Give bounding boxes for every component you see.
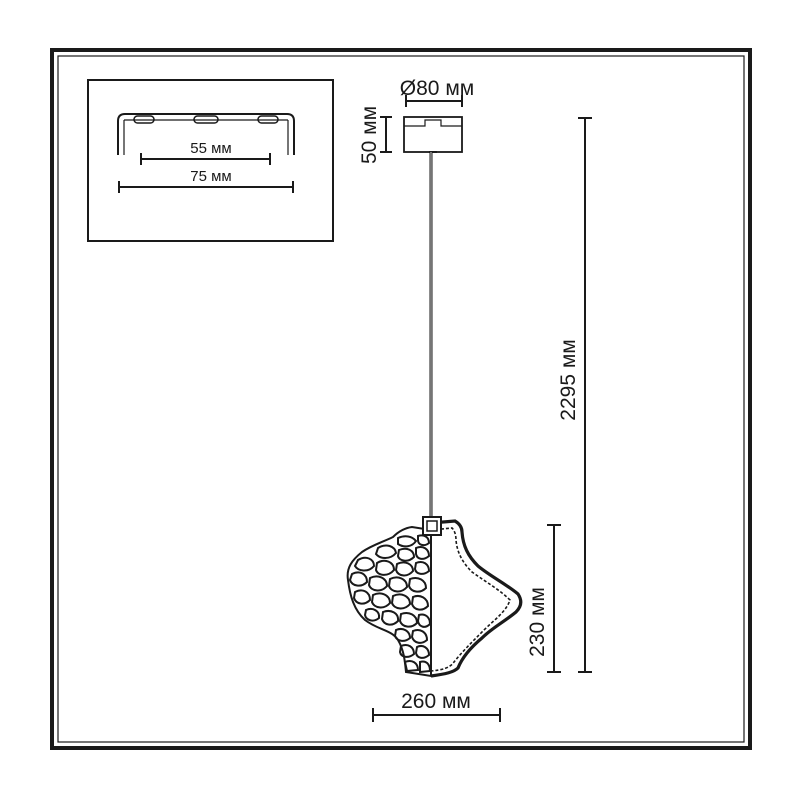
bracket-mount-spacing-label: 55 мм	[190, 140, 231, 157]
inner-frame	[57, 55, 745, 743]
canopy: Ø80 мм 50 мм	[358, 77, 474, 164]
canopy-diameter-dimension: Ø80 мм	[400, 77, 474, 107]
shade-right-section	[430, 519, 523, 678]
bracket-overall-width-label: 75 мм	[190, 168, 231, 185]
shade-width-label: 260 мм	[401, 690, 471, 713]
canopy-diameter-label: Ø80 мм	[400, 77, 474, 100]
total-height-label: 2295 мм	[557, 339, 580, 420]
shade-width-dimension: 260 мм	[372, 690, 501, 722]
outer-frame	[50, 48, 752, 750]
cable-connector	[422, 516, 442, 536]
shade-height-label: 230 мм	[526, 587, 549, 657]
dimension-55mm: 55 мм	[140, 140, 271, 165]
total-height-dimension: 2295 мм	[557, 117, 592, 673]
shade-texture	[348, 534, 432, 674]
canopy-height-dimension: 50 мм	[358, 106, 392, 164]
canopy-body	[403, 116, 463, 153]
inset-frame	[87, 79, 334, 242]
dimension-75mm: 75 мм	[118, 168, 294, 193]
bracket-inset: 55 мм 75 мм	[87, 79, 334, 242]
pendant-shade	[346, 516, 523, 678]
mounting-bracket-icon	[117, 113, 295, 155]
canopy-height-label: 50 мм	[358, 106, 381, 164]
shade-height-dimension: 230 мм	[526, 524, 561, 673]
